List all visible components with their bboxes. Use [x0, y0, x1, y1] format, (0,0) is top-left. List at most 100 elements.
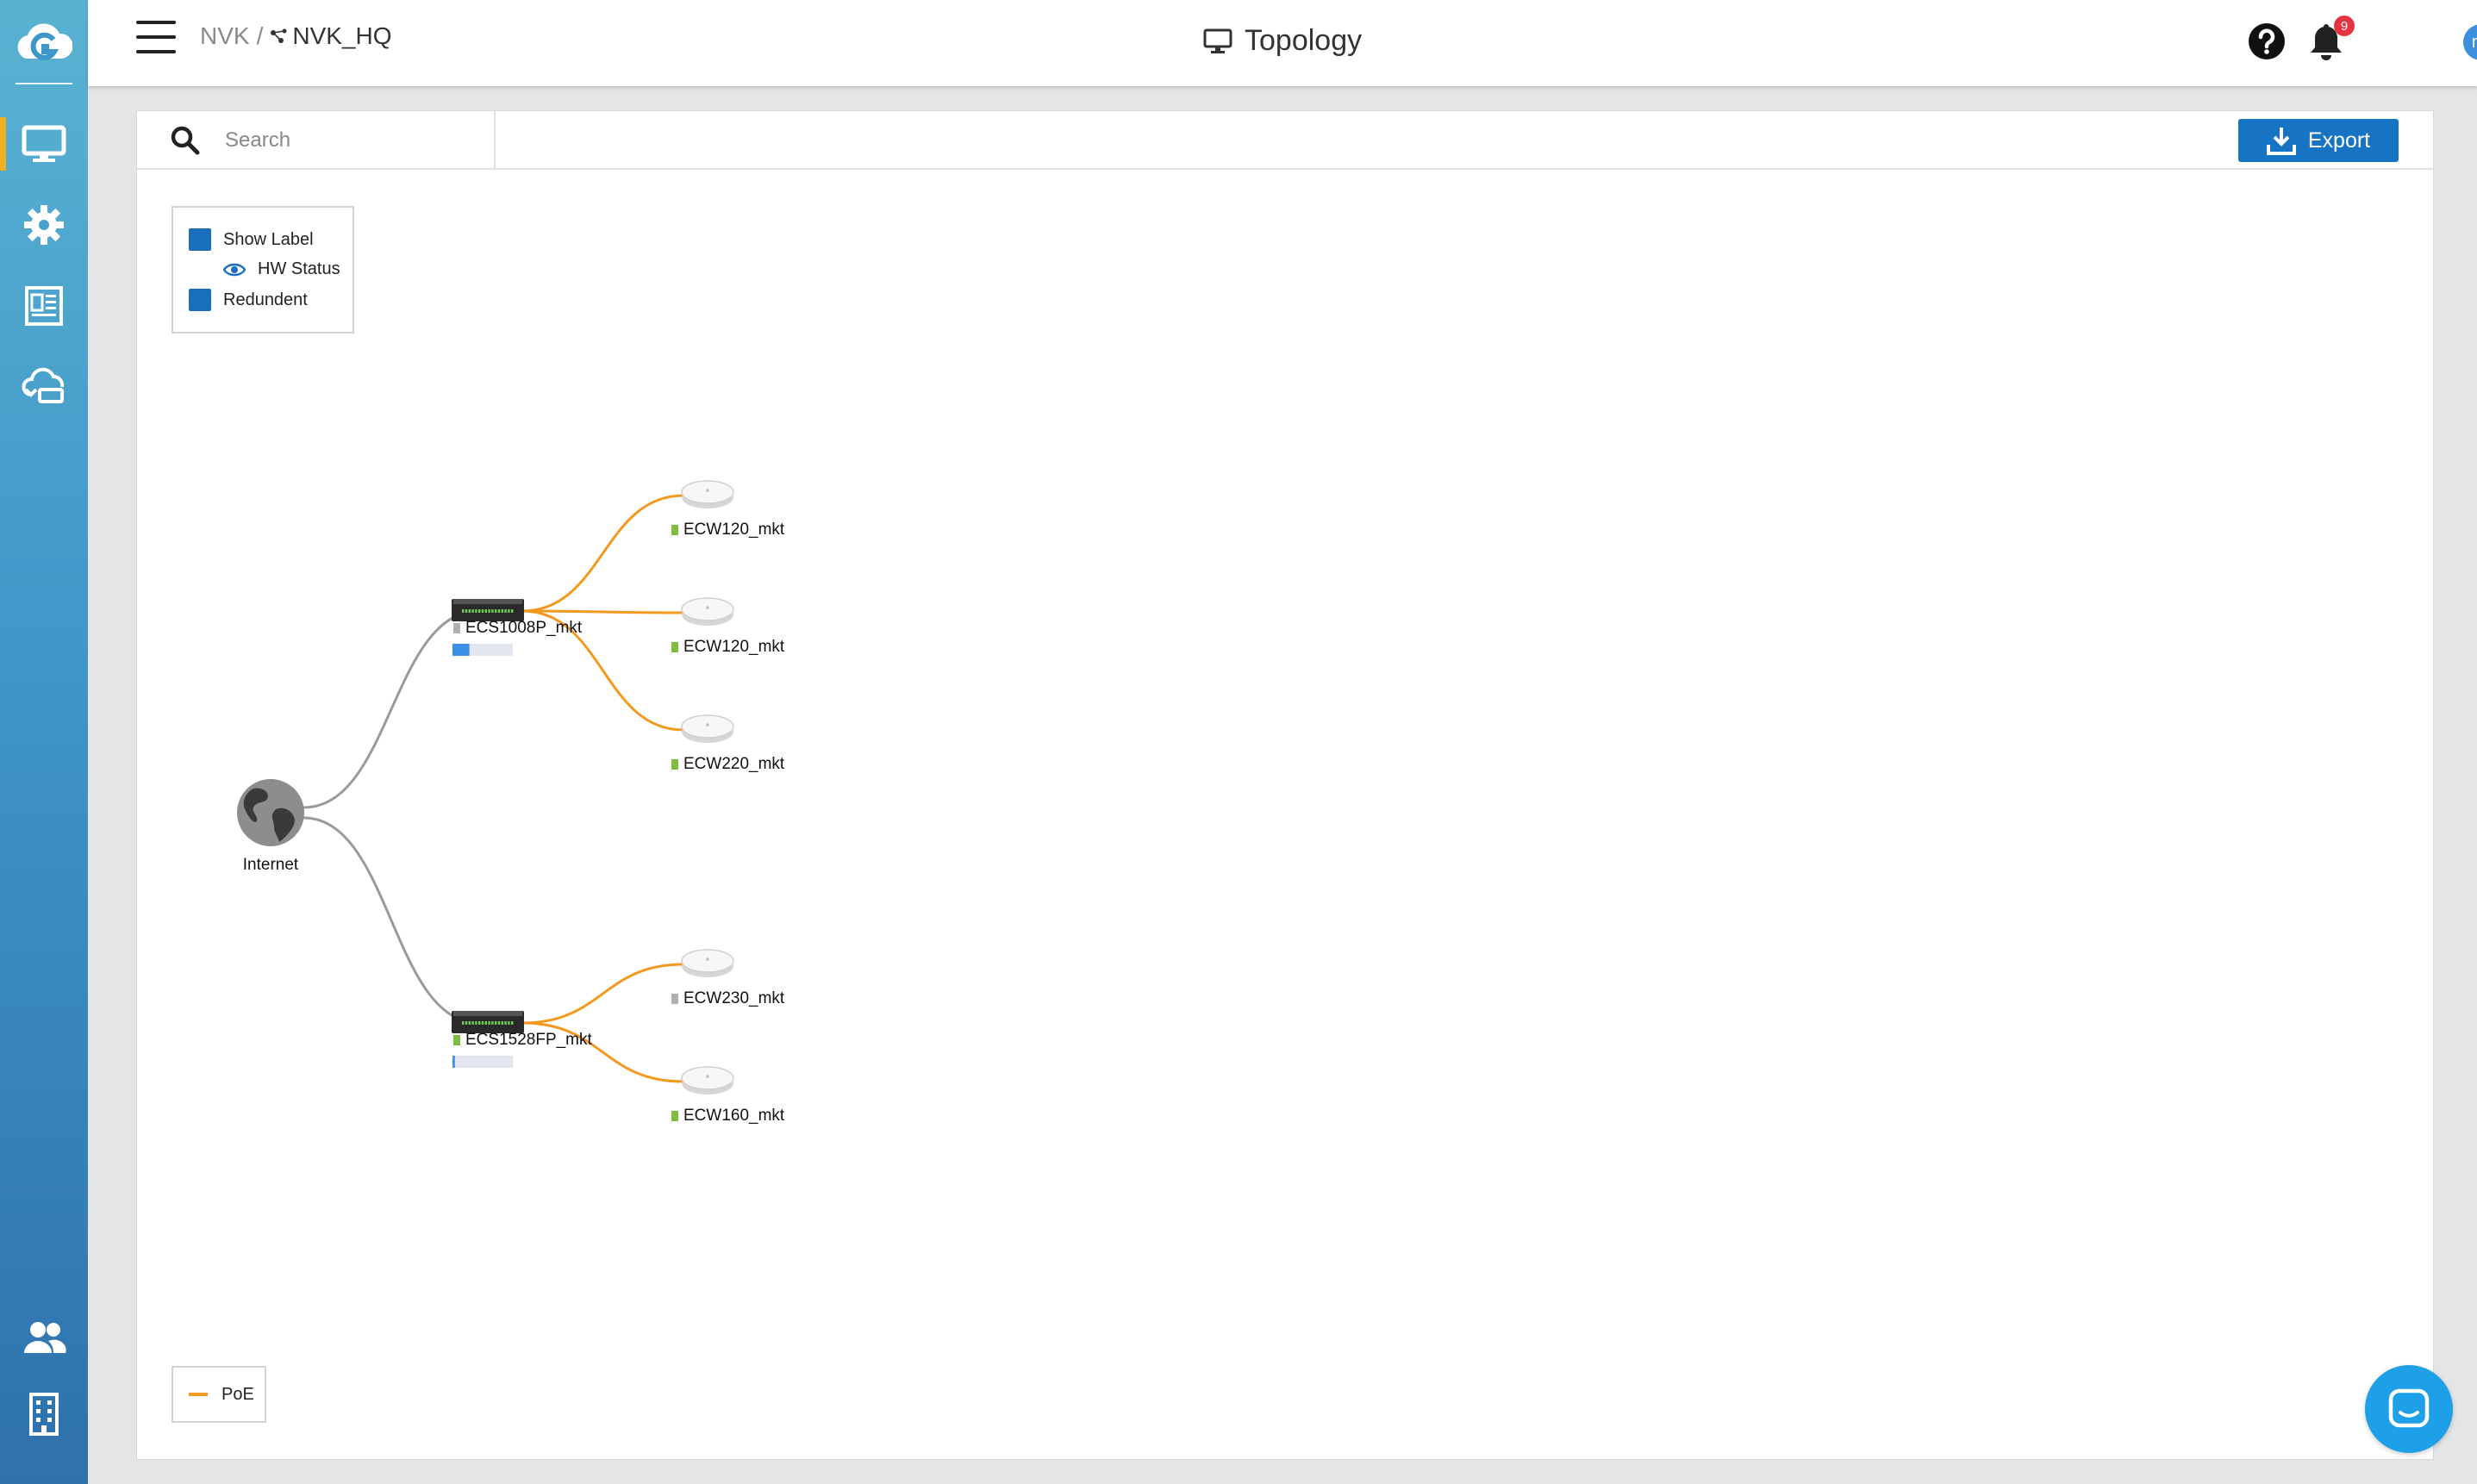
- switch-top: [453, 1011, 522, 1016]
- utilization-fill: [452, 644, 470, 656]
- switch-port: [501, 609, 503, 613]
- access-point-label: ECW160_mkt: [683, 1107, 785, 1125]
- ap-led: [706, 489, 709, 492]
- switch-port: [481, 1021, 484, 1025]
- switch-port: [497, 1021, 501, 1025]
- access-point-node[interactable]: ECW120_mkt: [671, 480, 785, 539]
- switch-port: [508, 609, 510, 613]
- sidebar-item-monitor[interactable]: [0, 105, 88, 183]
- chat-button[interactable]: [2365, 1365, 2453, 1453]
- switch-port: [488, 609, 490, 613]
- sidebar-item-organization[interactable]: [0, 1375, 88, 1453]
- status-indicator: [671, 994, 678, 1004]
- switch-port: [465, 609, 468, 613]
- ap-led: [706, 1075, 709, 1078]
- breadcrumb-site[interactable]: NVK_HQ: [270, 22, 392, 50]
- eye-icon: [223, 263, 246, 276]
- sidebar-item-users[interactable]: [0, 1300, 88, 1377]
- switch-port: [462, 1021, 465, 1025]
- hamburger-menu-button[interactable]: [136, 21, 176, 53]
- chat-icon: [2388, 1388, 2430, 1428]
- monitor-icon: [1203, 28, 1232, 53]
- access-point-label: ECW120_mkt: [683, 638, 785, 656]
- switch-port: [508, 1021, 510, 1025]
- help-icon: [2249, 23, 2285, 59]
- switch-port: [504, 1021, 507, 1025]
- switch-port: [468, 609, 471, 613]
- switch-port: [491, 609, 494, 613]
- poe-link-line: [521, 1021, 684, 1083]
- switch-node[interactable]: ECS1528FP_mkt: [452, 1011, 593, 1068]
- user-avatar[interactable]: nu: [2463, 24, 2477, 60]
- switch-label: ECS1528FP_mkt: [465, 1031, 593, 1049]
- poe-line-swatch: [189, 1393, 208, 1396]
- sidebar-item-settings[interactable]: [0, 186, 88, 264]
- access-point-node[interactable]: ECW230_mkt: [671, 949, 785, 1007]
- switch-node[interactable]: ECS1008P_mkt: [452, 599, 583, 656]
- export-button[interactable]: Export: [2238, 119, 2399, 162]
- users-icon: [24, 1322, 66, 1353]
- status-indicator: [671, 642, 678, 652]
- access-point-label: ECW230_mkt: [683, 989, 785, 1007]
- search-icon: [171, 126, 200, 155]
- poe-link-line: [521, 494, 684, 613]
- search-input[interactable]: [225, 128, 484, 153]
- notifications-button[interactable]: [2306, 21, 2346, 62]
- ap-led: [706, 957, 709, 961]
- status-indicator: [671, 1111, 678, 1121]
- logo-icon[interactable]: [14, 16, 73, 74]
- switch-port: [511, 609, 514, 613]
- switch-port: [475, 1021, 477, 1025]
- utilization-fill: [452, 1056, 455, 1068]
- access-point-label: ECW120_mkt: [683, 521, 785, 539]
- cloud-sync-icon: [22, 367, 65, 403]
- poe-link-line: [521, 609, 684, 614]
- internet-label: Internet: [243, 856, 299, 874]
- bell-icon: [2311, 24, 2342, 60]
- breadcrumb-org[interactable]: NVK: [200, 22, 250, 49]
- switch-label: ECS1008P_mkt: [465, 619, 583, 637]
- access-point-node[interactable]: ECW220_mkt: [671, 714, 785, 773]
- switch-port: [504, 609, 507, 613]
- switch-port: [478, 609, 481, 613]
- breadcrumb-site-label: NVK_HQ: [292, 22, 392, 49]
- breadcrumb-separator: /: [256, 22, 264, 49]
- status-indicator: [453, 623, 460, 633]
- hw-status-toggle[interactable]: HW Status: [223, 259, 340, 279]
- poe-link-line: [521, 963, 684, 1025]
- redundant-checkbox[interactable]: [189, 289, 211, 311]
- switch-port: [501, 1021, 503, 1025]
- sidebar-item-reports[interactable]: [0, 267, 88, 345]
- access-point-icon: [681, 714, 734, 739]
- page-title-text: Topology: [1245, 24, 1363, 57]
- switch-top: [453, 599, 522, 604]
- topology-panel: Export Internet ECS1008P_mktECS1528FP_mkt…: [136, 110, 2434, 1460]
- access-point-node[interactable]: ECW160_mkt: [671, 1066, 785, 1125]
- monitor-icon: [22, 125, 66, 162]
- ap-led: [706, 606, 709, 609]
- redundant-toggle[interactable]: Redundent: [189, 289, 308, 311]
- notification-count-badge: 9: [2334, 16, 2355, 36]
- switch-port: [488, 1021, 490, 1025]
- sidebar-item-cloud[interactable]: [0, 348, 88, 426]
- toolbar: Export: [137, 111, 2433, 170]
- report-icon: [25, 286, 63, 326]
- export-label: Export: [2307, 128, 2371, 153]
- status-indicator: [453, 1035, 460, 1045]
- uplink-line: [303, 816, 480, 1025]
- show-label-checkbox[interactable]: [189, 228, 211, 251]
- gear-icon: [24, 205, 64, 245]
- switch-icon: [452, 1011, 524, 1033]
- access-point-label: ECW220_mkt: [683, 755, 785, 773]
- switch-port: [475, 609, 477, 613]
- help-button[interactable]: [2248, 22, 2286, 60]
- access-point-icon: [681, 597, 734, 621]
- internet-node[interactable]: Internet: [237, 779, 304, 874]
- switch-port: [465, 1021, 468, 1025]
- poe-link-line: [521, 609, 684, 732]
- switch-port: [471, 609, 474, 613]
- switch-port: [511, 1021, 514, 1025]
- show-label-toggle[interactable]: Show Label: [189, 228, 314, 251]
- access-point-node[interactable]: ECW120_mkt: [671, 597, 785, 656]
